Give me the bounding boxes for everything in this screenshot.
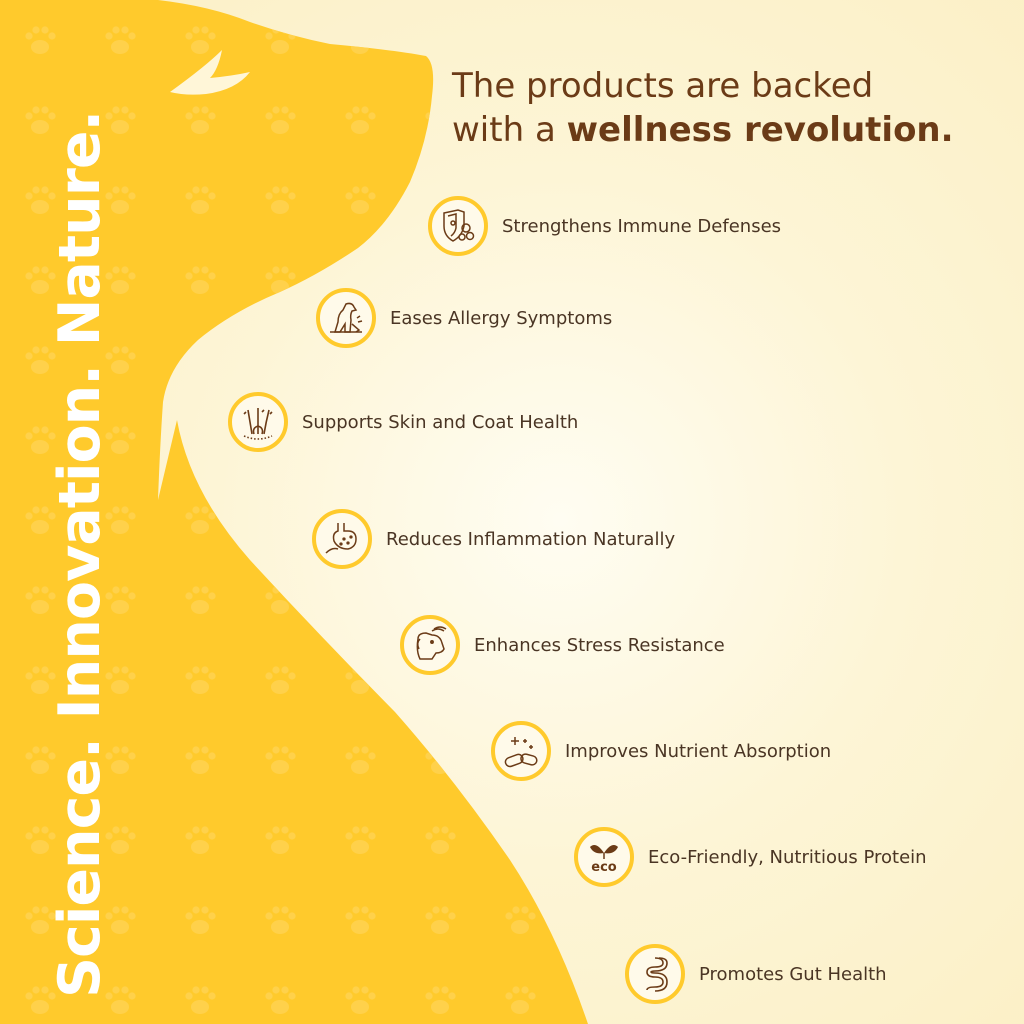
feature-label: Strengthens Immune Defenses: [502, 215, 782, 237]
headline: The products are backed with a wellness …: [452, 64, 1017, 152]
intestine-icon: [646, 957, 668, 992]
headline-line-2: with a wellness revolution.: [452, 110, 954, 150]
feature-gut: Promotes Gut Health: [625, 944, 887, 1004]
eco-leaf-icon: eco: [590, 845, 618, 875]
feature-label: Supports Skin and Coat Health: [302, 411, 579, 433]
feature-inflammation: Reduces Inflammation Naturally: [312, 509, 675, 569]
feature-label: Reduces Inflammation Naturally: [386, 528, 676, 550]
svg-text:eco: eco: [591, 860, 617, 875]
feature-label: Enhances Stress Resistance: [474, 634, 725, 656]
headline-emphasis: wellness revolution.: [566, 110, 954, 150]
feature-stress: Enhances Stress Resistance: [400, 615, 725, 675]
feature-label: Improves Nutrient Absorption: [565, 740, 832, 762]
headline-line-1: The products are backed: [452, 66, 874, 106]
feature-label: Eases Allergy Symptoms: [390, 307, 613, 329]
feature-nutrient: Improves Nutrient Absorption: [491, 721, 831, 781]
scratching-dog-icon: [330, 302, 363, 333]
feature-skin-coat: Supports Skin and Coat Health: [228, 392, 578, 452]
dog-head-icon: [416, 626, 447, 660]
dog-eye: [170, 50, 250, 95]
stomach-icon: [325, 523, 357, 554]
feature-label: Promotes Gut Health: [699, 963, 887, 985]
hair-follicle-icon: [243, 408, 273, 440]
feature-eco: eco Eco-Friendly, Nutritious Protein: [574, 827, 927, 887]
tagline: Science. Innovation. Nature.: [47, 110, 113, 998]
feature-immune: Strengthens Immune Defenses: [428, 196, 781, 256]
capsule-sparkle-icon: [504, 737, 538, 768]
immune-shield-icon: [443, 209, 475, 242]
feature-allergy: Eases Allergy Symptoms: [316, 288, 612, 348]
feature-label: Eco-Friendly, Nutritious Protein: [648, 846, 927, 868]
